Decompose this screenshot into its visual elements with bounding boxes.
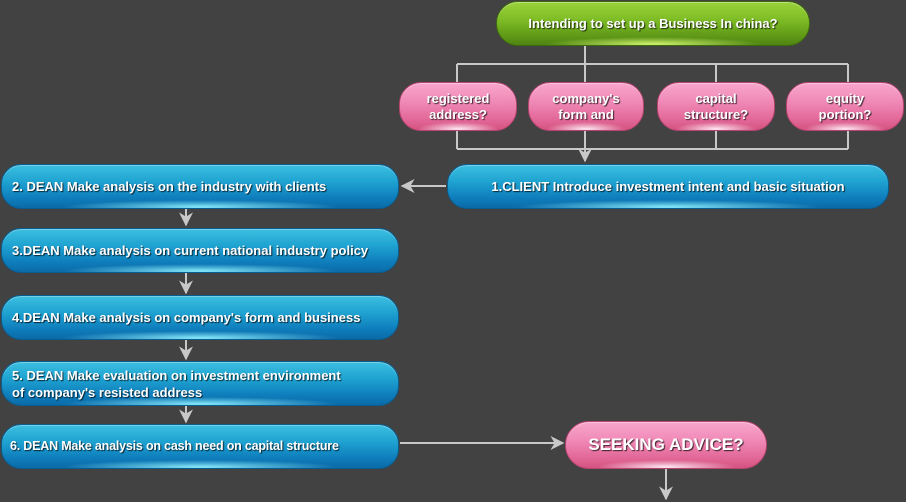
question-label: registered address? <box>426 90 490 122</box>
seeking-advice-node: SEEKING ADVICE? <box>565 421 767 469</box>
question-equity-portion: equity portion? <box>786 82 904 131</box>
step-2-node: 2. DEAN Make analysis on the industry wi… <box>1 164 399 209</box>
question-capital-structure: capital structure? <box>657 82 775 131</box>
step-6-node: 6. DEAN Make analysis on cash need on ca… <box>1 424 399 469</box>
question-company-form: company's form and <box>528 82 644 131</box>
step-2-label: 2. DEAN Make analysis on the industry wi… <box>12 179 327 194</box>
step-3-node: 3.DEAN Make analysis on current national… <box>1 228 399 273</box>
step-1-label: 1.CLIENT Introduce investment intent and… <box>491 179 845 194</box>
question-label: equity portion? <box>818 90 872 122</box>
question-registered-address: registered address? <box>399 82 517 131</box>
question-label: company's form and <box>552 90 620 122</box>
step-3-label: 3.DEAN Make analysis on current national… <box>12 243 369 258</box>
step-5-label: 5. DEAN Make evaluation on investment en… <box>12 367 341 400</box>
step-4-node: 4.DEAN Make analysis on company's form a… <box>1 295 399 340</box>
step-6-label: 6. DEAN Make analysis on cash need on ca… <box>10 439 339 453</box>
top-question-node: Intending to set up a Business In china? <box>496 1 810 46</box>
seeking-advice-label: SEEKING ADVICE? <box>588 435 744 454</box>
step-4-label: 4.DEAN Make analysis on company's form a… <box>12 310 361 325</box>
step-5-node: 5. DEAN Make evaluation on investment en… <box>1 361 399 406</box>
top-question-label: Intending to set up a Business In china? <box>528 16 778 31</box>
step-1-node: 1.CLIENT Introduce investment intent and… <box>447 164 889 209</box>
question-label: capital structure? <box>683 90 749 122</box>
